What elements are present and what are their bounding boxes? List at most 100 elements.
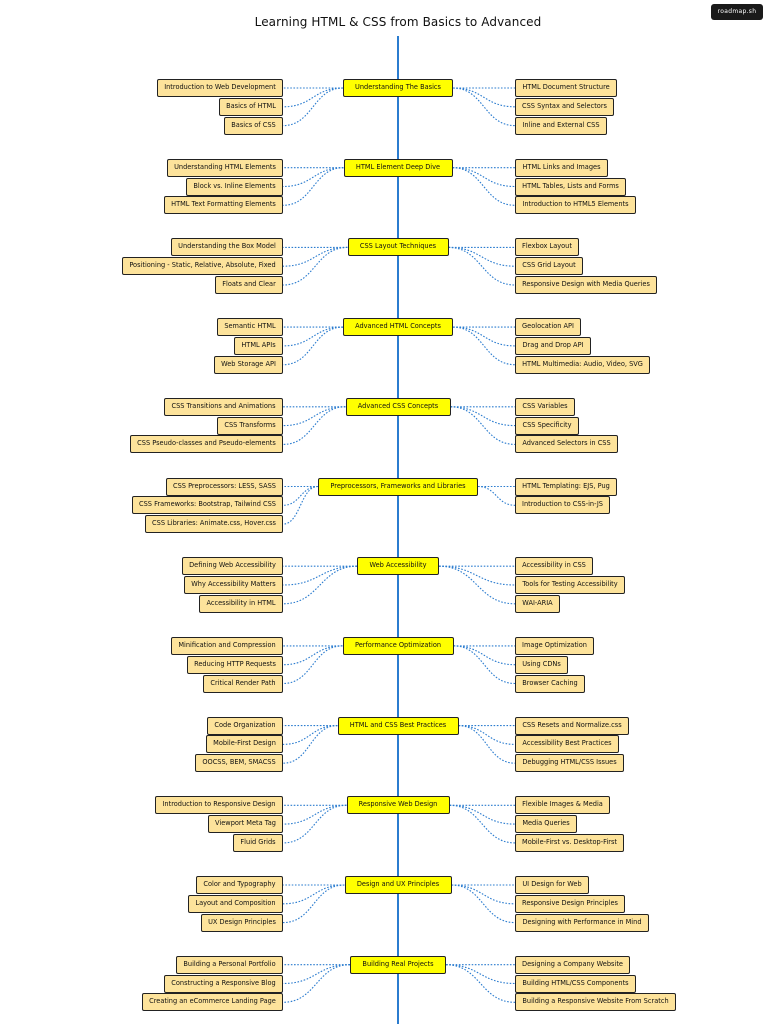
subtopic-fluid-grids[interactable]: Fluid Grids [233,833,283,852]
connector-basics-of-css [282,87,344,127]
topic-understanding-the-basics[interactable]: Understanding The Basics [343,79,453,97]
subtopic-html-document-structure[interactable]: HTML Document Structure [515,79,617,97]
connector-basics-of-html [282,87,344,108]
connector-responsive-design-principles [451,884,516,905]
subtopic-browser-caching[interactable]: Browser Caching [515,674,585,693]
subtopic-mobile-first-vs-desktop-first[interactable]: Mobile-First vs. Desktop-First [515,833,624,852]
subtopic-introduction-to-css-in-js[interactable]: Introduction to CSS-in-JS [515,496,610,515]
subtopic-css-libraries-animate-css-hover-css[interactable]: CSS Libraries: Animate.css, Hover.css [145,515,283,534]
subtopic-viewport-meta-tag[interactable]: Viewport Meta Tag [208,815,283,834]
subtopic-designing-a-company-website[interactable]: Designing a Company Website [515,955,630,974]
subtopic-layout-and-composition[interactable]: Layout and Composition [188,894,283,913]
subtopic-geolocation-api[interactable]: Geolocation API [515,318,581,337]
topic-performance-optimization[interactable]: Performance Optimization [342,636,454,655]
subtopic-creating-an-ecommerce-landing-page[interactable]: Creating an eCommerce Landing Page [142,993,283,1012]
subtopic-responsive-design-principles[interactable]: Responsive Design Principles [515,894,625,913]
subtopic-basics-of-css[interactable]: Basics of CSS [224,116,283,135]
subtopic-introduction-to-html5-elements[interactable]: Introduction to HTML5 Elements [515,196,636,215]
subtopic-css-transforms[interactable]: CSS Transforms [217,416,283,435]
topic-responsive-web-design[interactable]: Responsive Web Design [346,796,450,815]
subtopic-semantic-html[interactable]: Semantic HTML [217,318,283,337]
subtopic-mobile-first-design[interactable]: Mobile-First Design [206,735,283,754]
subtopic-floats-and-clear[interactable]: Floats and Clear [215,276,283,294]
subtopic-web-storage-api[interactable]: Web Storage API [214,355,283,374]
subtopic-html-apis[interactable]: HTML APIs [234,336,283,355]
subtopic-css-resets-and-normalize-css[interactable]: CSS Resets and Normalize.css [515,716,629,735]
subtopic-media-queries[interactable]: Media Queries [515,815,577,834]
topic-advanced-html-concepts[interactable]: Advanced HTML Concepts [343,318,453,337]
subtopic-advanced-selectors-in-css[interactable]: Advanced Selectors in CSS [515,435,618,454]
page-title: Learning HTML & CSS from Basics to Advan… [254,15,542,29]
subtopic-critical-render-path[interactable]: Critical Render Path [203,674,283,693]
roadmap-badge[interactable]: roadmap.sh [711,4,763,20]
subtopic-accessibility-in-css[interactable]: Accessibility in CSS [515,557,593,576]
subtopic-html-tables-lists-and-forms[interactable]: HTML Tables, Lists and Forms [515,177,626,196]
topic-web-accessibility[interactable]: Web Accessibility [357,557,439,576]
subtopic-css-specificity[interactable]: CSS Specificity [515,416,579,435]
subtopic-html-links-and-images[interactable]: HTML Links and Images [515,158,608,177]
subtopic-defining-web-accessibility[interactable]: Defining Web Accessibility [182,557,283,576]
connector-accessibility-best-practices [458,725,516,745]
connector-tools-for-testing-accessibility [438,565,516,586]
connector-block-vs-inline-elements [282,167,344,188]
subtopic-color-and-typography[interactable]: Color and Typography [196,876,283,894]
topic-html-and-css-best-practices[interactable]: HTML and CSS Best Practices [337,716,459,735]
subtopic-constructing-a-responsive-blog[interactable]: Constructing a Responsive Blog [164,974,283,993]
topic-building-real-projects[interactable]: Building Real Projects [350,955,446,974]
subtopic-accessibility-in-html[interactable]: Accessibility in HTML [199,594,283,613]
subtopic-positioning-static-relative-absolute-fixed[interactable]: Positioning - Static, Relative, Absolute… [122,257,283,276]
subtopic-css-grid-layout[interactable]: CSS Grid Layout [515,257,583,276]
subtopic-drag-and-drop-api[interactable]: Drag and Drop API [515,336,591,355]
subtopic-ux-design-principles[interactable]: UX Design Principles [201,913,283,932]
topic-preprocessors-frameworks-and-libraries[interactable]: Preprocessors, Frameworks and Libraries [318,477,478,496]
subtopic-debugging-html-css-issues[interactable]: Debugging HTML/CSS Issues [515,754,624,773]
subtopic-block-vs-inline-elements[interactable]: Block vs. Inline Elements [186,177,283,196]
subtopic-building-a-personal-portfolio[interactable]: Building a Personal Portfolio [176,955,283,974]
subtopic-accessibility-best-practices[interactable]: Accessibility Best Practices [515,735,619,754]
subtopic-understanding-the-box-model[interactable]: Understanding the Box Model [171,238,283,257]
subtopic-html-templating-ejs-pug[interactable]: HTML Templating: EJS, Pug [515,477,617,496]
subtopic-css-variables[interactable]: CSS Variables [515,397,575,416]
subtopic-designing-with-performance-in-mind[interactable]: Designing with Performance in Mind [515,913,649,932]
topic-design-and-ux-principles[interactable]: Design and UX Principles [344,876,452,894]
subtopic-flexbox-layout[interactable]: Flexbox Layout [515,238,579,257]
connector-debugging-html-css-issues [458,725,516,764]
subtopic-css-transitions-and-animations[interactable]: CSS Transitions and Animations [164,397,283,416]
topic-advanced-css-concepts[interactable]: Advanced CSS Concepts [345,397,451,416]
subtopic-css-syntax-and-selectors[interactable]: CSS Syntax and Selectors [515,97,614,116]
subtopic-minification-and-compression[interactable]: Minification and Compression [171,636,283,655]
subtopic-building-html-css-components[interactable]: Building HTML/CSS Components [515,974,636,993]
subtopic-oocss-bem-smacss[interactable]: OOCSS, BEM, SMACSS [195,754,283,773]
subtopic-inline-and-external-css[interactable]: Inline and External CSS [515,116,607,135]
subtopic-html-multimedia-audio-video-svg[interactable]: HTML Multimedia: Audio, Video, SVG [515,355,650,374]
connector-inline-and-external-css [452,87,516,127]
connector-using-cdns [453,645,516,666]
subtopic-wai-aria[interactable]: WAI-ARIA [515,594,560,613]
subtopic-reducing-http-requests[interactable]: Reducing HTTP Requests [187,655,283,674]
subtopic-flexible-images-media[interactable]: Flexible Images & Media [515,796,610,815]
subtopic-using-cdns[interactable]: Using CDNs [515,655,568,674]
subtopic-introduction-to-responsive-design[interactable]: Introduction to Responsive Design [155,796,283,815]
connector-introduction-to-css-in-js [477,485,516,506]
subtopic-css-pseudo-classes-and-pseudo-elements[interactable]: CSS Pseudo-classes and Pseudo-elements [130,435,283,454]
subtopic-image-optimization[interactable]: Image Optimization [515,636,594,655]
subtopic-css-preprocessors-less-sass[interactable]: CSS Preprocessors: LESS, SASS [166,477,283,496]
subtopic-why-accessibility-matters[interactable]: Why Accessibility Matters [184,576,283,594]
subtopic-responsive-design-with-media-queries[interactable]: Responsive Design with Media Queries [515,276,657,294]
subtopic-code-organization[interactable]: Code Organization [207,716,283,735]
subtopic-basics-of-html[interactable]: Basics of HTML [219,97,283,116]
connector-building-a-responsive-website-from-scratch [445,964,516,1003]
subtopic-introduction-to-web-development[interactable]: Introduction to Web Development [157,79,283,97]
subtopic-ui-design-for-web[interactable]: UI Design for Web [515,876,589,894]
subtopic-building-a-responsive-website-from-scratch[interactable]: Building a Responsive Website From Scrat… [515,993,676,1012]
subtopic-understanding-html-elements[interactable]: Understanding HTML Elements [167,158,283,177]
subtopic-tools-for-testing-accessibility[interactable]: Tools for Testing Accessibility [515,576,625,594]
subtopic-html-text-formatting-elements[interactable]: HTML Text Formatting Elements [164,196,283,215]
connector-responsive-design-with-media-queries [448,246,516,286]
topic-html-element-deep-dive[interactable]: HTML Element Deep Dive [343,158,453,177]
connector-html-multimedia-audio-video-svg [452,326,516,366]
connector-accessibility-in-html [282,565,358,605]
connector-positioning-static-relative-absolute-fixed [282,246,348,267]
subtopic-css-frameworks-bootstrap-tailwind-css[interactable]: CSS Frameworks: Bootstrap, Tailwind CSS [132,496,283,515]
topic-css-layout-techniques[interactable]: CSS Layout Techniques [347,238,449,257]
